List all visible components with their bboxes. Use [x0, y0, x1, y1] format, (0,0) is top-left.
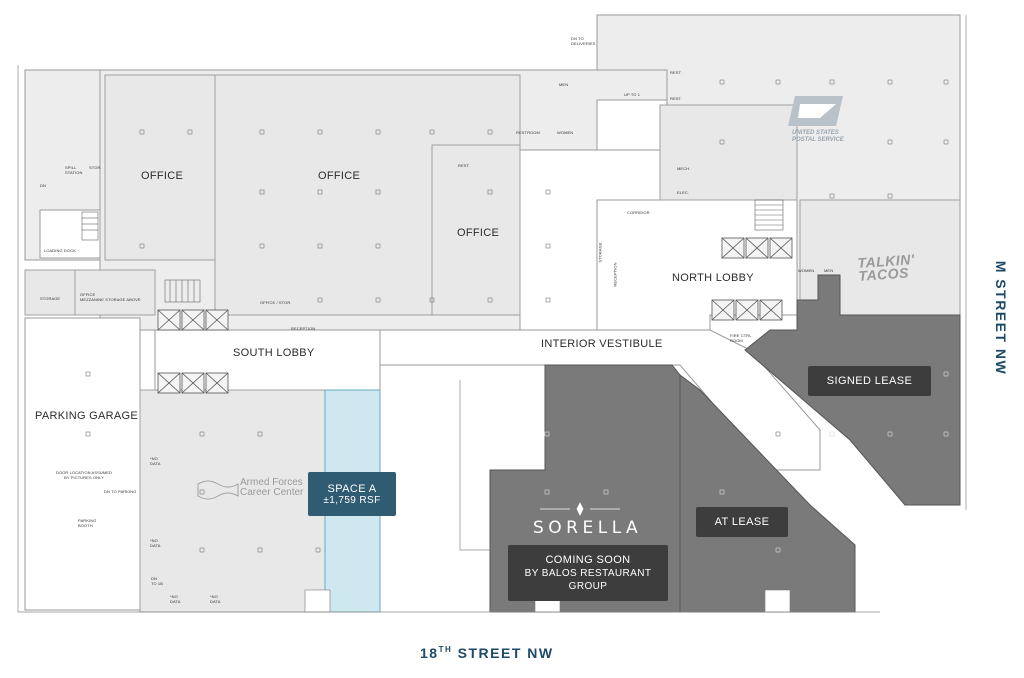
parking-booth-label: PARKING BOOTH — [78, 518, 97, 528]
usps-line-1: UNITED STATES — [792, 130, 839, 136]
rest-label-ne: REST. — [670, 70, 682, 75]
parking-garage-label: PARKING GARAGE — [35, 410, 139, 422]
m-street-label: M STREET NW — [993, 260, 1009, 376]
stairs — [81, 199, 784, 303]
street-18th-number: 18 — [420, 645, 439, 661]
sorella-ornament-icon — [540, 502, 620, 516]
at-lease-label: AT LEASE — [714, 516, 770, 528]
usps-logo-text: UNITED STATES POSTAL SERVICE — [792, 130, 844, 144]
fire-ctrl-label: FIRE CTRL ROOM — [730, 333, 752, 343]
office-mezz-label: OFFICE MEZZANINE STORAGE ABOVE — [80, 292, 141, 302]
armed-forces-career-center-logo: Armed Forces Career Center — [240, 478, 303, 498]
storage-left-label: STORAGE — [40, 296, 61, 301]
dn-to-parking-label: DN TO PARKING — [104, 489, 137, 494]
door-location-label: DOOR LOCATION ASSUMED BY PICTURES ONLY — [56, 470, 113, 480]
no-data-label-3: *NO DATA — [170, 594, 181, 604]
office-stor-label: OFFICE / STOR. — [260, 300, 292, 305]
property-lines — [17, 15, 967, 613]
spill-station-label: SPILL STATION — [65, 165, 83, 175]
talkin-line-2: TACOS — [857, 264, 910, 284]
office-label-center: OFFICE — [318, 170, 361, 182]
up-to-1-label: UP TO 1 — [624, 92, 641, 97]
elec-label: ELEC. — [677, 190, 690, 195]
column-grid — [85, 79, 949, 553]
mech-label: MECH. — [677, 166, 691, 171]
women-label: WOMEN — [557, 130, 574, 135]
north-lobby-label: NORTH LOBBY — [672, 272, 754, 284]
sorella-badge[interactable]: COMING SOON BY BALOS RESTAURANT GROUP — [508, 545, 668, 601]
restroom-label: RESTROOM — [516, 130, 540, 135]
dn-label: DN — [40, 183, 46, 188]
usps-line-2: POSTAL SERVICE — [792, 137, 844, 143]
reception-label-north: RECEPTION — [612, 262, 618, 287]
afcc-line-2: Career Center — [240, 487, 304, 498]
talkin-tacos-logo: TALKIN' TACOS — [857, 251, 916, 284]
reception-label-south: RECEPTION — [291, 326, 316, 331]
interior-vestibule-label: INTERIOR VESTIBULE — [541, 338, 663, 350]
no-data-label-1: *NO DATA — [150, 456, 161, 466]
office-label-east: OFFICE — [457, 227, 500, 239]
no-data-label-4: *NO DATA — [210, 594, 221, 604]
stor-label: STOR. — [89, 165, 102, 170]
usps-logo-icon — [788, 96, 843, 126]
sorella-by-line: BY BALOS RESTAURANT — [524, 567, 652, 579]
sorella-logo: SORELLA — [533, 518, 643, 538]
space-a-size: ±1,759 RSF — [323, 494, 381, 506]
south-lobby-label: SOUTH LOBBY — [233, 347, 315, 359]
office-infill — [24, 74, 961, 613]
signed-lease-badge[interactable]: SIGNED LEASE — [808, 366, 931, 396]
space-a-badge[interactable]: SPACE A ±1,759 RSF — [308, 472, 396, 516]
signed-lease-label: SIGNED LEASE — [826, 375, 913, 387]
afcc-line-1: Armed Forces — [240, 477, 303, 488]
rest-label-office: REST. — [458, 163, 470, 168]
elevator-cores — [157, 237, 793, 394]
women-label-ne: WOMEN — [798, 268, 815, 273]
loading-dock-label: LOADING DOCK — [44, 248, 76, 253]
at-lease-badge[interactable]: AT LEASE — [696, 507, 788, 537]
dn-to-1b-label: DN TO 1B — [151, 576, 163, 586]
men-label-ne: MEN — [824, 268, 834, 273]
rest-label-ne-2: REST. — [670, 96, 682, 101]
sorella-group: GROUP — [568, 580, 608, 592]
dn-to-deliveries-label: DN TO DELIVERIES — [571, 36, 596, 46]
sorella-coming-soon: COMING SOON — [545, 553, 631, 566]
street-18th-suffix: TH — [438, 645, 453, 654]
street-18th-name: STREET NW — [452, 645, 554, 661]
office-label-west: OFFICE — [141, 170, 184, 182]
men-label: MEN — [559, 82, 569, 87]
corridor-label: CORRIDOR — [627, 210, 650, 215]
no-data-label-2: *NO DATA — [150, 538, 161, 548]
storage-label: STORAGE — [597, 242, 603, 263]
flag-icon — [197, 480, 239, 500]
street-18th-label: 18TH STREET NW — [420, 645, 554, 661]
space-a-title: SPACE A — [327, 482, 377, 495]
